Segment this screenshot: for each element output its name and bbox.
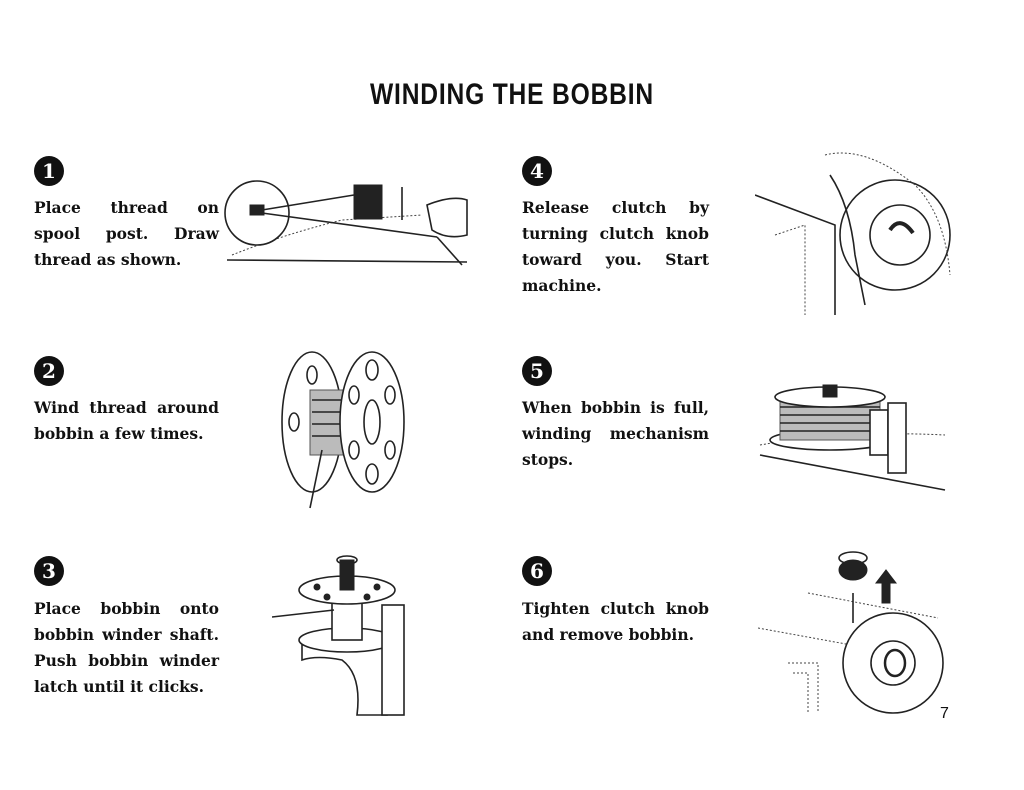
page-number: 7 [940,705,949,722]
bobbin-wound-illustration [281,351,405,509]
step-number-1: 1 [34,156,64,186]
step-number-4: 4 [522,156,552,186]
page-title: WINDING THE BOBBIN [369,78,654,111]
step-number-5: 5 [522,356,552,386]
remove-bobbin-illustration [758,551,944,714]
step-text-5: When bobbin is full, winding mechanism s… [522,398,709,469]
step-number-3: 3 [34,556,64,586]
step-number-6: 6 [522,556,552,586]
step-number-2: 2 [34,356,64,386]
step-text-3: Place bobbin onto bobbin winder shaft. P… [34,599,219,696]
step-text-2: Wind thread around bobbin a few times. [34,398,219,443]
step-text-4: Release clutch by turning clutch knob to… [522,198,709,295]
bobbin-on-winder-shaft-illustration [272,555,405,716]
full-bobbin-winder-illustration [759,384,946,491]
step-text-6: Tighten clutch knob and remove bobbin. [522,599,709,644]
spool-post-thread-illustration [224,180,468,266]
clutch-knob-hand-illustration [755,152,951,315]
step-text-1: Place thread on spool post. Draw thread … [34,198,219,269]
